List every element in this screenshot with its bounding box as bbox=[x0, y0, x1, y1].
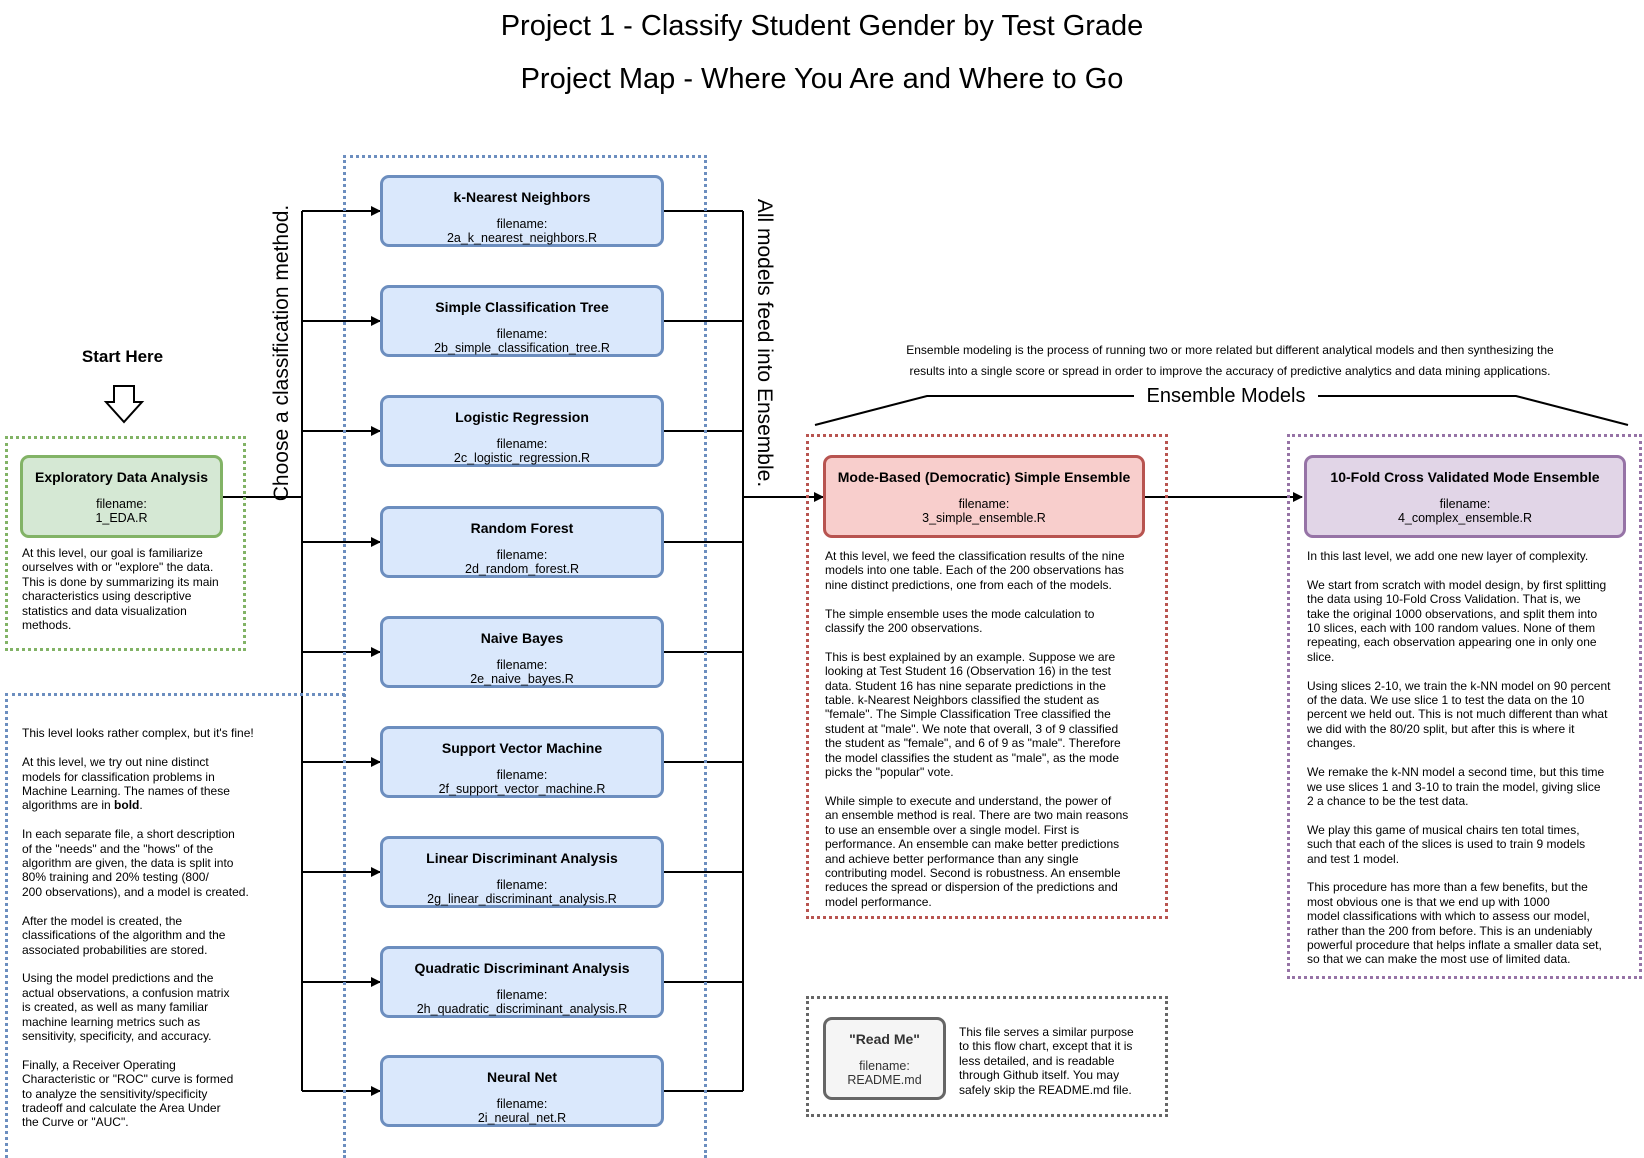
model-filename: 2a_k_nearest_neighbors.R bbox=[446, 231, 598, 245]
start-here-label: Start Here bbox=[81, 347, 164, 366]
filename-label: filename: bbox=[1439, 497, 1491, 511]
model-title: Logistic Regression bbox=[455, 409, 589, 425]
model-filename: 2c_logistic_regression.R bbox=[453, 451, 591, 465]
model-filename: 2h_quadratic_discriminant_analysis.R bbox=[416, 1002, 628, 1016]
models-desc-p2: At this level, we try out nine distinct … bbox=[22, 755, 230, 812]
complex-ensemble-filename: 4_complex_ensemble.R bbox=[1397, 511, 1533, 525]
model-title: Linear Discriminant Analysis bbox=[426, 850, 618, 866]
choose-method-label: Choose a classification method. bbox=[270, 204, 293, 502]
filename-label: filename: bbox=[496, 1097, 548, 1111]
model-box-qda[interactable]: Quadratic Discriminant Analysis filename… bbox=[380, 946, 664, 1018]
model-filename: 2b_simple_classification_tree.R bbox=[434, 341, 610, 355]
model-box-neural-net[interactable]: Neural Net filename: 2i_neural_net.R bbox=[380, 1055, 664, 1127]
simple-ensemble-filename: 3_simple_ensemble.R bbox=[922, 511, 1046, 525]
readme-title: "Read Me" bbox=[849, 1031, 920, 1047]
simple-ensemble-description: At this level, we feed the classificatio… bbox=[825, 549, 1129, 909]
complex-ensemble-title: 10-Fold Cross Validated Mode Ensemble bbox=[1330, 469, 1600, 485]
model-title: Neural Net bbox=[486, 1069, 558, 1085]
model-box-svm[interactable]: Support Vector Machine filename: 2f_supp… bbox=[380, 726, 664, 798]
models-desc-p6: Finally, a Receiver Operating Characteri… bbox=[22, 1057, 234, 1130]
model-box-lda[interactable]: Linear Discriminant Analysis filename: 2… bbox=[380, 836, 664, 908]
page-subtitle: Project Map - Where You Are and Where to… bbox=[520, 63, 1124, 95]
filename-label: filename: bbox=[96, 497, 147, 511]
eda-region bbox=[5, 436, 246, 651]
model-filename: 2g_linear_discriminant_analysis.R bbox=[427, 892, 617, 906]
filename-label: filename: bbox=[496, 988, 548, 1002]
model-box-logistic-regression[interactable]: Logistic Regression filename: 2c_logisti… bbox=[380, 395, 664, 467]
feed-ensemble-label: All models feed into Ensemble. bbox=[753, 198, 776, 488]
filename-label: filename: bbox=[496, 437, 548, 451]
model-title: Support Vector Machine bbox=[441, 740, 603, 756]
model-filename: 2i_neural_net.R bbox=[477, 1111, 567, 1125]
eda-title: Exploratory Data Analysis bbox=[35, 469, 208, 485]
model-box-naive-bayes[interactable]: Naive Bayes filename: 2e_naive_bayes.R bbox=[380, 616, 664, 688]
filename-label: filename: bbox=[496, 768, 548, 782]
models-desc-p1: This level looks rather complex, but it'… bbox=[22, 726, 254, 741]
model-filename: 2e_naive_bayes.R bbox=[470, 672, 574, 686]
filename-label: filename: bbox=[496, 327, 548, 341]
ensemble-models-label: Ensemble Models bbox=[1134, 385, 1318, 408]
eda-description: At this level, our goal is familiarize o… bbox=[22, 546, 219, 633]
models-region bbox=[343, 155, 707, 1158]
models-desc-p2-text: At this level, we try out nine distinct … bbox=[22, 755, 230, 813]
models-desc-p4: After the model is created, the classifi… bbox=[22, 913, 226, 957]
eda-box[interactable]: Exploratory Data Analysis filename: 1_ED… bbox=[20, 455, 223, 538]
complex-ensemble-description: In this last level, we add one new layer… bbox=[1307, 549, 1611, 967]
readme-filename: README.md bbox=[847, 1073, 922, 1087]
complex-ensemble-box[interactable]: 10-Fold Cross Validated Mode Ensemble fi… bbox=[1304, 455, 1626, 538]
model-box-random-forest[interactable]: Random Forest filename: 2d_random_forest… bbox=[380, 506, 664, 578]
model-title: Naive Bayes bbox=[480, 630, 564, 646]
page-title: Project 1 - Classify Student Gender by T… bbox=[500, 10, 1144, 42]
filename-label: filename: bbox=[496, 878, 548, 892]
models-desc-p3: In each separate file, a short descripti… bbox=[22, 827, 249, 899]
filename-label: filename: bbox=[496, 658, 548, 672]
model-box-knn[interactable]: k-Nearest Neighbors filename: 2a_k_neare… bbox=[380, 175, 664, 247]
readme-box[interactable]: "Read Me" filename: README.md bbox=[823, 1017, 946, 1100]
model-title: Quadratic Discriminant Analysis bbox=[414, 960, 630, 976]
readme-description: This file serves a similar purpose to th… bbox=[959, 1025, 1134, 1097]
filename-label: filename: bbox=[859, 1059, 910, 1073]
ensemble-definition: Ensemble modeling is the process of runn… bbox=[906, 343, 1554, 378]
models-desc-p2-end: . bbox=[139, 798, 143, 813]
filename-label: filename: bbox=[496, 217, 548, 231]
model-title: Simple Classification Tree bbox=[435, 299, 609, 315]
simple-ensemble-title: Mode-Based (Democratic) Simple Ensemble bbox=[837, 469, 1131, 485]
models-desc-p5: Using the model predictions and the actu… bbox=[22, 971, 230, 1043]
filename-label: filename: bbox=[496, 548, 548, 562]
models-description: This level looks rather complex, but it'… bbox=[22, 712, 322, 1130]
model-box-classification-tree[interactable]: Simple Classification Tree filename: 2b_… bbox=[380, 285, 664, 357]
down-arrow-icon bbox=[103, 385, 145, 424]
model-filename: 2d_random_forest.R bbox=[465, 562, 579, 576]
model-filename: 2f_support_vector_machine.R bbox=[438, 782, 606, 796]
simple-ensemble-region bbox=[806, 434, 1168, 919]
model-title: Random Forest bbox=[470, 520, 574, 536]
complex-ensemble-region bbox=[1287, 434, 1642, 979]
model-title: k-Nearest Neighbors bbox=[453, 189, 591, 205]
models-desc-p2-bold: bold bbox=[114, 798, 140, 813]
simple-ensemble-box[interactable]: Mode-Based (Democratic) Simple Ensemble … bbox=[823, 455, 1145, 538]
readme-region bbox=[806, 996, 1168, 1117]
models-desc-region bbox=[5, 693, 345, 1158]
filename-label: filename: bbox=[958, 497, 1010, 511]
eda-filename: 1_EDA.R bbox=[95, 511, 148, 525]
